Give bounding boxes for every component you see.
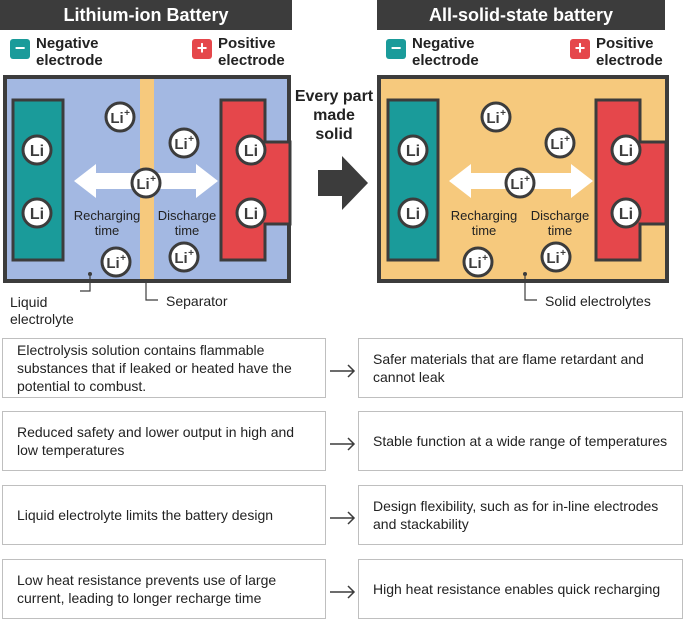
negative-electrode [11,98,65,262]
solution-box: Stable function at a wide range of tempe… [358,411,683,471]
positive-electrode-label: Positive electrode [596,35,663,69]
right-recharging-time-label: Recharging time [450,208,518,238]
lithium-ion-label: Li [546,250,559,267]
solution-box: Design flexibility, such as for in-line … [358,485,683,545]
solid-electrolytes-label: Solid electrolytes [545,293,651,309]
lithium-atom: Li [397,134,429,166]
ion-charge-label: + [564,134,570,145]
problem-box: Low heat resistance prevents use of larg… [2,559,326,619]
minus-icon: − [386,39,406,59]
lithium-ion-label: Li [510,176,523,193]
lithium-atom-label: Li [619,206,633,223]
negative-electrode [386,98,440,262]
lithium-ion-label: Li [110,110,123,127]
right-arrow-icon [330,364,356,378]
ion-charge-label: + [524,174,530,185]
lithium-ion-label: Li [550,136,563,153]
lithium-ion: Li+ [104,101,136,133]
negative-electrode-label: Negative electrode [36,35,103,69]
ion-charge-label: + [500,108,506,119]
ion-charge-label: + [188,134,194,145]
lithium-atom: Li [21,134,53,166]
ion-charge-label: + [188,248,194,259]
right-arrow-icon [330,437,356,451]
ion-layer: LiLiLiLiLiLiLiLiLi+Li+Li+Li+Li+Li+Li+Li+… [21,101,642,278]
lithium-ion-label: Li [174,250,187,267]
every-part-made-solid-label: Every part made solid [294,88,374,143]
lithium-atom: Li [610,134,642,166]
lithium-ion-title: Lithium-ion Battery [0,0,292,30]
left-positive-legend: + Positive electrode [192,35,285,69]
lithium-atom-label: Li [30,206,44,223]
lithium-ion-label: Li [468,255,481,272]
right-arrow-icon [330,585,356,599]
positive-electrode-label: Positive electrode [218,35,285,69]
lithium-ion: Li+ [540,241,572,273]
lithium-ion: Li+ [462,246,494,278]
lithium-ion-label: Li [106,255,119,272]
ion-charge-label: + [150,174,156,185]
lithium-atom-label: Li [244,206,258,223]
liquid-leader-line [80,276,91,292]
negative-electrode-label: Negative electrode [412,35,479,69]
lithium-ion-label: Li [486,110,499,127]
lithium-atom-label: Li [406,206,420,223]
lithium-ion-label: Li [136,176,149,193]
problem-box: Electrolysis solution contains flammable… [2,338,326,398]
battery-diagrams: LiLiLiLiLiLiLiLiLi+Li+Li+Li+Li+Li+Li+Li+… [3,75,669,301]
ion-charge-label: + [560,248,566,259]
right-negative-legend: − Negative electrode [386,35,479,69]
lithium-atom-label: Li [619,143,633,160]
lithium-ion-label: Li [174,136,187,153]
lithium-atom: Li [610,197,642,229]
problem-box: Liquid electrolyte limits the battery de… [2,485,326,545]
problem-box: Reduced safety and lower output in high … [2,411,326,471]
lithium-ion: Li+ [544,127,576,159]
lithium-ion: Li+ [130,167,162,199]
left-negative-legend: − Negative electrode [10,35,103,69]
right-positive-legend: + Positive electrode [570,35,663,69]
left-discharge-time-label: Discharge time [157,208,217,238]
separator-label: Separator [166,293,228,309]
lithium-atom: Li [21,197,53,229]
liquid-electrolyte-label: Liquid electrolyte [10,294,74,327]
right-discharge-time-label: Discharge time [530,208,590,238]
lithium-ion: Li+ [168,241,200,273]
ion-charge-label: + [124,108,130,119]
minus-icon: − [10,39,30,59]
lithium-ion: Li+ [168,127,200,159]
lithium-ion: Li+ [480,101,512,133]
lithium-atom: Li [235,197,267,229]
lithium-atom: Li [235,134,267,166]
lithium-atom-label: Li [244,143,258,160]
lithium-ion: Li+ [504,167,536,199]
ion-charge-label: + [120,253,126,264]
lithium-ion: Li+ [100,246,132,278]
all-solid-state-title: All-solid-state battery [377,0,665,30]
solid-leader-line [524,276,537,301]
right-arrow-icon [330,511,356,525]
lithium-atom-label: Li [30,143,44,160]
transition-arrow-icon [318,156,368,210]
lithium-atom-label: Li [406,143,420,160]
row-arrows [330,364,356,599]
solution-box: High heat resistance enables quick recha… [358,559,683,619]
ion-charge-label: + [482,253,488,264]
plus-icon: + [570,39,590,59]
solution-box: Safer materials that are flame retardant… [358,338,683,398]
lithium-atom: Li [397,197,429,229]
separator-leader-line [145,283,158,301]
left-recharging-time-label: Recharging time [73,208,141,238]
plus-icon: + [192,39,212,59]
